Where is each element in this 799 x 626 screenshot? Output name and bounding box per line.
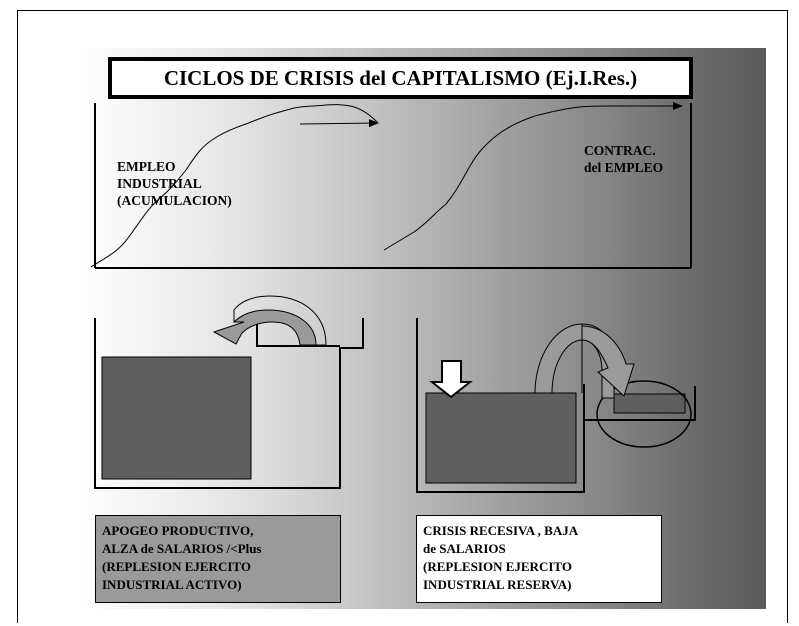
- employment-curve-left: [90, 104, 379, 268]
- reserve-army-box: [425, 392, 577, 484]
- industrial-employment-label-line: (ACUMULACION): [117, 193, 232, 208]
- title-box: CICLOS DE CRISIS del CAPITALISMO (Ej.I.R…: [108, 57, 693, 99]
- caption-line: INDUSTRIAL RESERVA): [423, 577, 572, 592]
- caption-line: (REPLESION EJERCITO: [102, 559, 251, 574]
- industrial-employment-label: EMPLEO INDUSTRIAL (ACUMULACION): [117, 158, 232, 209]
- employment-contraction-label-line: del EMPLEO: [584, 160, 664, 175]
- reserve-army-small-box: [613, 393, 686, 414]
- caption-line: APOGEO PRODUCTIVO,: [102, 523, 254, 538]
- active-army-box: [101, 356, 252, 480]
- page-title: CICLOS DE CRISIS del CAPITALISMO (Ej.I.R…: [163, 65, 638, 90]
- caption-line: de SALARIOS: [423, 541, 506, 556]
- left-cycle-arrow: [212, 295, 327, 346]
- employment-curve-right: [383, 105, 613, 251]
- caption-line: CRISIS RECESIVA , BAJA: [423, 523, 579, 538]
- caption-line: (REPLESION EJERCITO: [423, 559, 572, 574]
- employment-chart-frame: [94, 103, 692, 269]
- right-cycle-arrow: [534, 323, 635, 399]
- industrial-employment-label-line: EMPLEO: [117, 159, 176, 174]
- active-army-container: [94, 318, 364, 489]
- employment-contraction-label: CONTRAC. del EMPLEO: [584, 142, 663, 176]
- caption-line: INDUSTRIAL ACTIVO): [102, 577, 242, 592]
- reserve-army-ellipse: [596, 380, 692, 448]
- down-arrow: [429, 360, 473, 399]
- productive-peak-caption: APOGEO PRODUCTIVO, ALZA de SALARIOS /<Pl…: [95, 515, 341, 603]
- employment-curve-left-tail: [299, 119, 379, 128]
- employment-contraction-label-line: CONTRAC.: [584, 143, 656, 158]
- caption-line: ALZA de SALARIOS /<Plus: [102, 541, 262, 556]
- reserve-army-container: [416, 318, 696, 493]
- industrial-employment-label-line: INDUSTRIAL: [117, 176, 202, 191]
- recession-crisis-caption: CRISIS RECESIVA , BAJA de SALARIOS (REPL…: [416, 515, 662, 603]
